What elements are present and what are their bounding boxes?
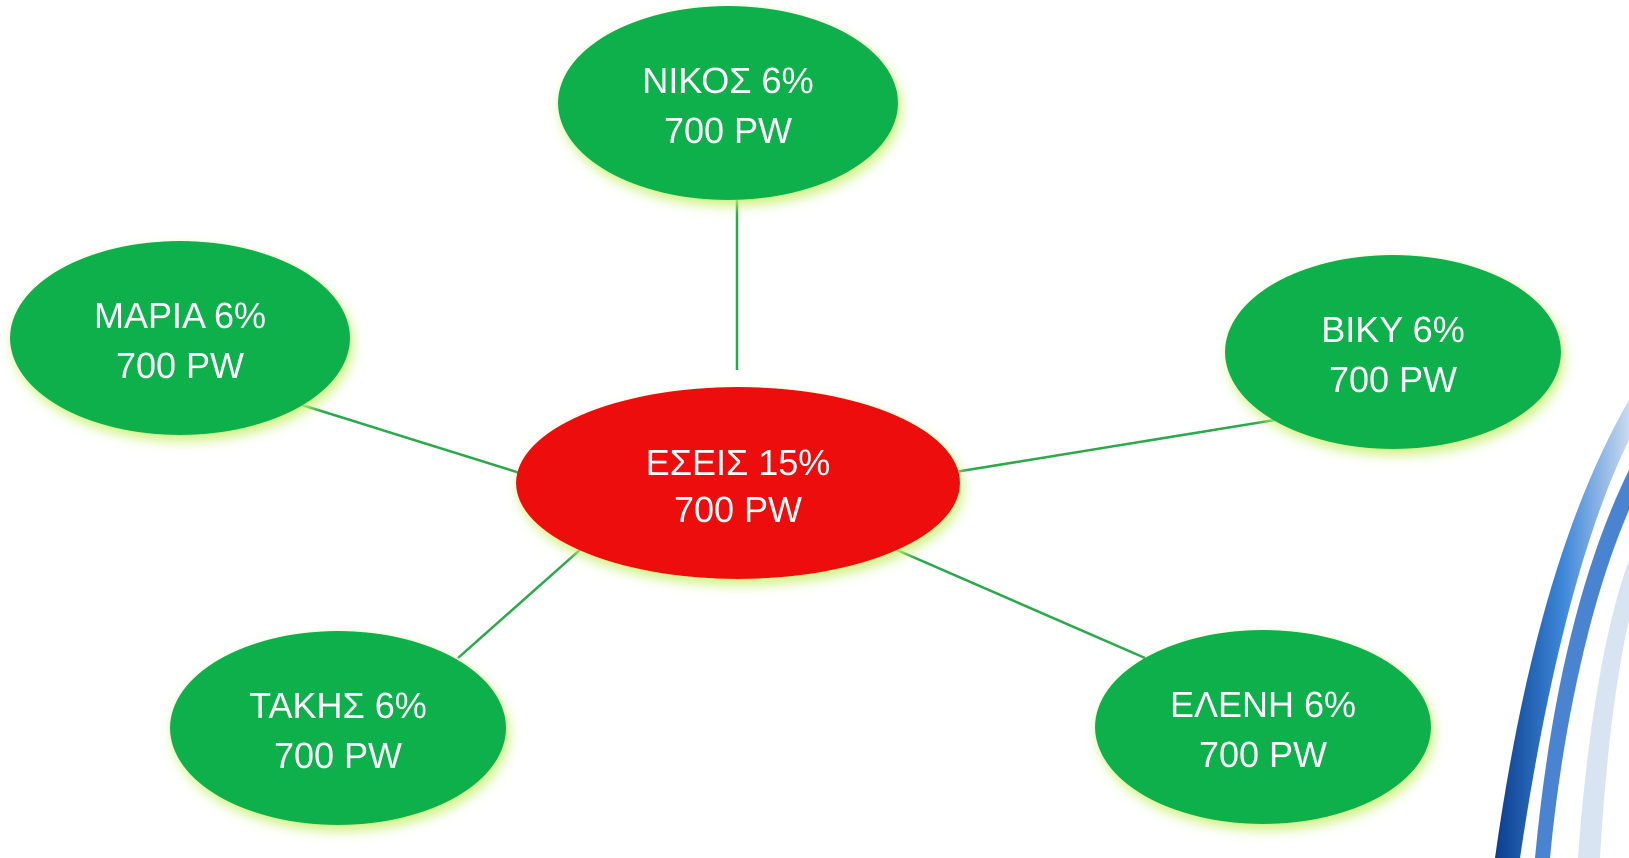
node-ellipse-viky xyxy=(1225,255,1561,449)
node-name-viky: ΒΙΚΥ 6% xyxy=(1321,309,1464,350)
outer-nodes: ΝΙΚΟΣ 6% 700 PW ΜΑΡΙΑ 6% 700 PW ΒΙΚΥ 6% 700 P… xyxy=(10,6,1561,825)
node-eleni: ΕΛΕΝΗ 6% 700 PW xyxy=(1095,630,1431,824)
node-name-takis: ΤΑΚΗΣ 6% xyxy=(249,685,427,726)
center-node: ΕΣΕΙΣ 15% 700 PW xyxy=(516,387,960,579)
connector-takis xyxy=(457,547,583,659)
node-name-maria: ΜΑΡΙΑ 6% xyxy=(94,295,266,336)
node-ellipse-takis xyxy=(170,631,506,825)
node-power-eleni: 700 PW xyxy=(1199,734,1327,775)
node-ellipse-eleni xyxy=(1095,630,1431,824)
node-power-maria: 700 PW xyxy=(116,345,244,386)
center-power: 700 PW xyxy=(674,489,802,530)
node-name-eleni: ΕΛΕΝΗ 6% xyxy=(1170,684,1356,725)
node-maria: ΜΑΡΙΑ 6% 700 PW xyxy=(10,241,350,435)
node-ellipse-maria xyxy=(10,241,350,435)
center-ellipse xyxy=(516,387,960,579)
node-power-takis: 700 PW xyxy=(274,735,402,776)
node-power-viky: 700 PW xyxy=(1329,359,1457,400)
connector-maria xyxy=(301,403,521,475)
connector-eleni xyxy=(889,545,1146,660)
corner-swoosh-decoration xyxy=(1495,400,1629,858)
center-name: ΕΣΕΙΣ 15% xyxy=(646,442,831,483)
node-takis: ΤΑΚΗΣ 6% 700 PW xyxy=(170,631,506,825)
node-power-nikos: 700 PW xyxy=(664,110,792,151)
node-nikos: ΝΙΚΟΣ 6% 700 PW xyxy=(558,6,898,200)
connector-lines xyxy=(301,200,1276,660)
node-name-nikos: ΝΙΚΟΣ 6% xyxy=(642,60,813,101)
node-ellipse-nikos xyxy=(558,6,898,200)
node-viky: ΒΙΚΥ 6% 700 PW xyxy=(1225,255,1561,449)
connector-viky xyxy=(954,418,1276,474)
